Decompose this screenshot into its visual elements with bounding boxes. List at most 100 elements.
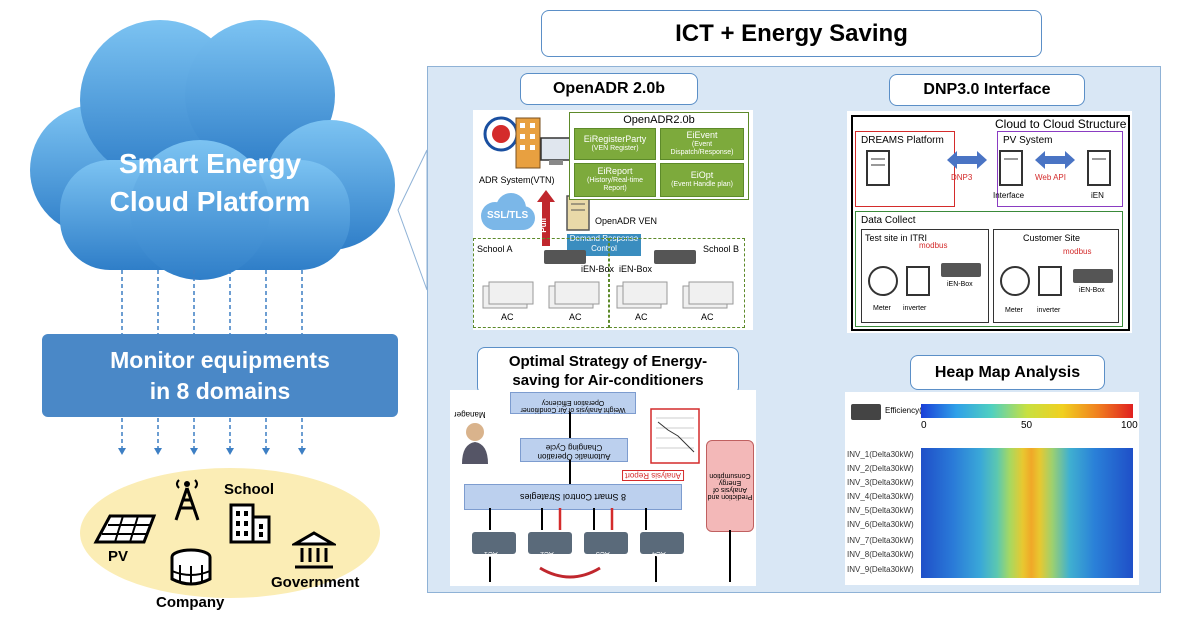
heatmap-row-2: INV_2(Delta30kW) <box>847 464 914 473</box>
heatmap-row-9: INV_9(Delta30kW) <box>847 565 914 574</box>
pv-system-label: PV System <box>1003 135 1053 146</box>
heatmap-card: Efficiency(%) 0 50 100 INV_1(Delta30kW) … <box>845 392 1139 585</box>
ven-server-icon <box>566 195 590 231</box>
dnp-arrows <box>947 151 1075 169</box>
ien-box-label-2: iEN-Box <box>1079 287 1105 294</box>
domain-pv: PV <box>108 548 129 565</box>
ien-box-a-icon <box>544 250 586 264</box>
monitor-box: Monitor equipments in 8 domains <box>42 334 398 417</box>
service-register: EiRegisterParty (VEN Register) <box>574 128 656 160</box>
heatmap-row-8: INV_8(Delta30kW) <box>847 550 914 559</box>
optimal-title-line2: saving for Air-conditioners <box>512 372 704 389</box>
meter-label-1: Meter <box>873 305 891 312</box>
dnp3-label: DNP3 <box>951 173 973 182</box>
monitor-line1: Monitor equipments <box>110 346 330 373</box>
ac-label-4: AC <box>701 312 714 322</box>
analysis-chart-icon <box>650 408 700 464</box>
dreams-label: DREAMS Platform <box>861 135 944 146</box>
ien-box-label-1: iEN-Box <box>947 281 973 288</box>
heatmap-row-7: INV_7(Delta30kW) <box>847 536 914 545</box>
modbus-label-2: modbus <box>1063 247 1092 256</box>
domain-government: Government <box>271 574 360 591</box>
service-opt-desc: (Event Handle plan) <box>671 181 733 189</box>
service-event-desc: (Event Dispatch/Response) <box>670 141 734 156</box>
manager-icon <box>462 423 488 464</box>
test-site-devices <box>868 263 981 296</box>
pv-system-box <box>997 131 1123 207</box>
ien-box-b-icon <box>654 250 696 264</box>
school-b-label: School B <box>703 244 740 254</box>
ien-label: iEN <box>1091 191 1104 200</box>
unit-label-3: AC3 <box>596 550 610 557</box>
test-site-label: Test site in ITRI <box>865 233 928 243</box>
test-site-box <box>861 229 989 323</box>
heatmap-row-5: INV_5(Delta30kW) <box>847 506 914 515</box>
service-report: EiReport (History/Real-time Report) <box>574 163 656 197</box>
school-a-label: School A <box>477 244 513 254</box>
optimal-card: Manager Weight Analysis of Air Condition… <box>450 390 756 586</box>
ven-label: OpenADR VEN <box>595 216 658 226</box>
dreams-box <box>855 131 955 207</box>
dnp-card: Cloud to Cloud Structure DREAMS Platform… <box>847 111 1132 333</box>
school-b-box <box>609 238 745 328</box>
meter-label-2: Meter <box>1005 307 1023 314</box>
interface-server-icon <box>999 150 1023 186</box>
customer-site-label: Customer Site <box>1023 233 1081 243</box>
dnp-title: DNP3.0 Interface <box>889 74 1085 106</box>
heatmap-row-1: INV_1(Delta30kW) <box>847 450 914 459</box>
service-event-name: EiEvent <box>686 130 718 141</box>
data-collect-box <box>855 211 1123 327</box>
openadr-card: ADR System(VTN) SSL/TLS Pull OpenADR VEN… <box>473 110 753 330</box>
dnp-panel-title: Cloud to Cloud Structure <box>995 117 1127 131</box>
data-collect-label: Data Collect <box>861 215 916 226</box>
ien-box-a-label: iEN-Box <box>581 264 615 274</box>
ac-label-2: AC <box>569 312 582 322</box>
ien-box-b-label: iEN-Box <box>619 264 653 274</box>
heatmap-grid <box>921 448 1133 578</box>
openadr-title: OpenADR 2.0b <box>520 73 698 105</box>
stadium-icon <box>170 548 212 586</box>
inverter-label-2: inverter <box>1037 307 1061 314</box>
heatmap-legend-label: Efficiency(%) <box>885 406 932 415</box>
heatmap-colorbar <box>921 404 1133 418</box>
building-icon <box>229 503 271 544</box>
customer-site-box <box>993 229 1119 323</box>
domain-company: Company <box>156 594 225 611</box>
ssl-cloud-icon <box>481 193 535 230</box>
header-title: ICT + Energy Saving <box>541 10 1042 57</box>
service-report-name: EiReport <box>597 166 633 177</box>
customer-site-devices <box>1000 266 1113 296</box>
heatmap-title: Heap Map Analysis <box>910 355 1105 390</box>
openadr-panel-title: OpenADR2.0b <box>623 114 695 126</box>
inverter-label-1: inverter <box>903 305 927 312</box>
service-register-desc: (VEN Register) <box>591 145 639 153</box>
vtn-building-icon <box>483 116 572 169</box>
unit-label-4: AC4 <box>652 550 666 557</box>
heatmap-tick-50: 50 <box>1021 420 1033 431</box>
pull-label: Pull <box>539 218 548 233</box>
openadr-services-box: OpenADR2.0b EiRegisterParty (VEN Registe… <box>569 112 749 200</box>
school-a-box <box>473 238 609 328</box>
ac-units-icon <box>482 281 734 309</box>
dreams-server-icon <box>866 150 890 186</box>
service-register-name: EiRegisterParty <box>583 134 647 145</box>
service-opt-name: EiOpt <box>690 170 714 181</box>
unit-label-1: AC1 <box>484 550 498 557</box>
heatmap-row-4: INV_4(Delta30kW) <box>847 492 914 501</box>
heatmap-row-3: INV_3(Delta30kW) <box>847 478 914 487</box>
optimal-title-line1: Optimal Strategy of Energy- <box>508 353 708 370</box>
solar-panel-icon <box>93 514 157 544</box>
heatmap-tick-0: 0 <box>921 420 927 431</box>
ac-label-3: AC <box>635 312 648 322</box>
cloud-title-line2: Cloud Platform <box>109 186 311 217</box>
modbus-label-1: modbus <box>919 241 948 250</box>
ien-server-icon <box>1087 150 1111 186</box>
interface-label: Interface <box>993 191 1025 200</box>
ac-label-1: AC <box>501 312 514 322</box>
cloud-title: Smart Energy Cloud Platform <box>60 145 360 221</box>
heatmap-tick-100: 100 <box>1121 420 1138 431</box>
unit-label-2: AC2 <box>540 550 554 557</box>
service-event: EiEvent (Event Dispatch/Response) <box>660 128 744 160</box>
vtn-label: ADR System(VTN) <box>479 175 555 185</box>
ssl-label: SSL/TLS <box>487 210 529 221</box>
